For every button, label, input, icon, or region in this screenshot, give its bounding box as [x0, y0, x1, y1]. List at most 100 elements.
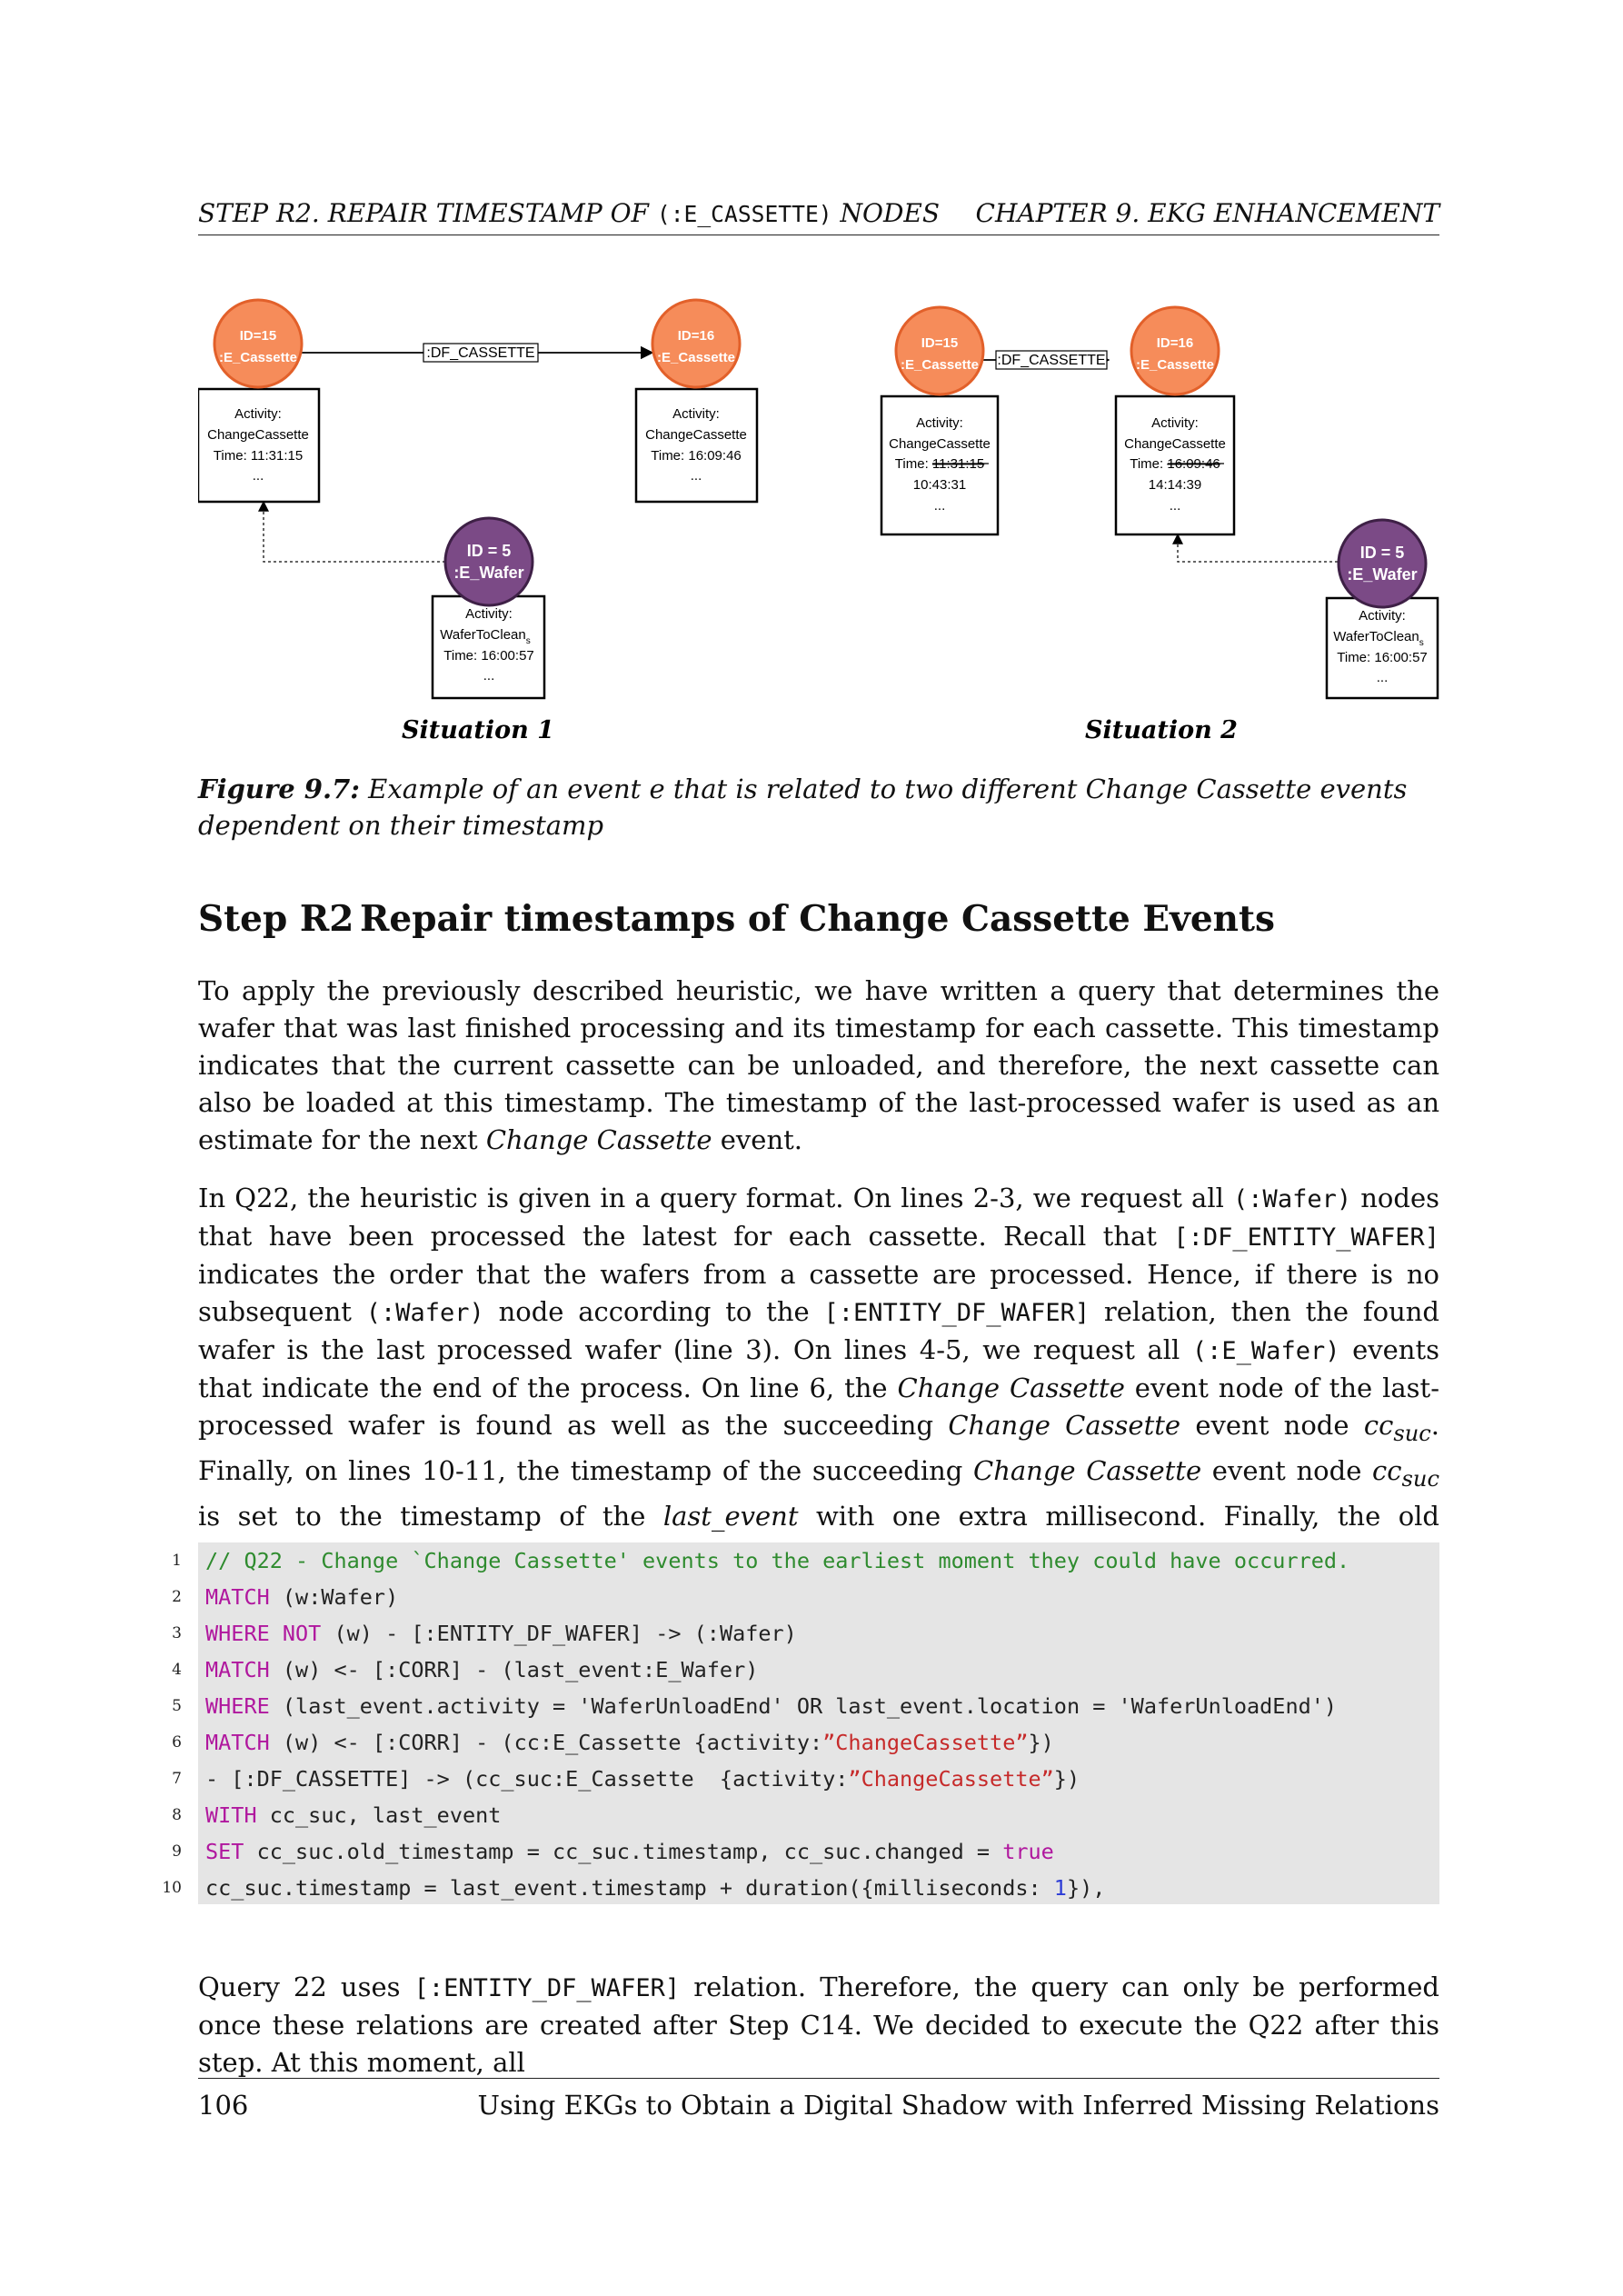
code-text: (w) <- [:CORR] - (cc:E_Cassette {activit… — [269, 1730, 823, 1755]
s2-w-type: :E_Wafer — [1347, 565, 1417, 584]
page-footer: 106 Using EKGs to Obtain a Digital Shado… — [198, 2078, 1439, 2121]
s1-cb-activity: ChangeCassette — [645, 427, 747, 443]
s2-ca-activity-label: Activity: — [916, 415, 963, 431]
s2-cassette-a-box — [880, 394, 1000, 536]
s2-cb-activity-label: Activity: — [1151, 415, 1199, 431]
s2-cassette-b-node — [1130, 305, 1220, 396]
code-text: - [:DF_CASSETTE] -> (cc_suc:E_Cassette {… — [205, 1766, 849, 1792]
code-string: ”ChangeCassette” — [822, 1730, 1029, 1755]
s2-ca-time-prefix: Time: — [895, 456, 932, 472]
running-header: STEP R2. REPAIR TIMESTAMP OF (:E_CASSETT… — [198, 195, 1439, 235]
line-number: 1 — [172, 1552, 182, 1570]
code-keyword: MATCH — [205, 1730, 270, 1755]
footer-title: Using EKGs to Obtain a Digital Shadow wi… — [477, 2090, 1439, 2121]
p2-code1: (:Wafer) — [1233, 1185, 1352, 1213]
s1-edge-label: :DF_CASSETTE — [426, 345, 534, 361]
p2-c: indicates the order that the wafers from… — [198, 1259, 1439, 1327]
s1-ca-type: :E_Cassette — [219, 350, 297, 365]
s1-cb-ellipsis: ... — [691, 468, 702, 484]
section-title: Repair timestamps of Change Cassette Eve… — [360, 898, 1275, 940]
s1-ca-activity-label: Activity: — [234, 406, 282, 422]
code-text: cc_suc.timestamp = last_event.timestamp … — [205, 1875, 1054, 1901]
s2-ca-time-new: 10:43:31 — [913, 477, 966, 493]
paragraph-2: In Q22, the heuristic is given in a quer… — [198, 1180, 1439, 1572]
s2-edge-label: :DF_CASSETTE — [997, 353, 1105, 368]
code-keyword: WITH — [205, 1802, 257, 1828]
code-string: ”ChangeCassette” — [848, 1766, 1054, 1792]
p2-math1-sub: suc — [1393, 1420, 1431, 1446]
s1-w-time: Time: 16:00:57 — [443, 648, 534, 664]
s2-ca-id: ID=15 — [921, 335, 958, 351]
section-number: Step R2 — [198, 898, 354, 940]
p2-b: nodes that have been processed the lates… — [198, 1183, 1439, 1252]
code-listing-q22: 1 // Q22 - Change `Change Cassette' event… — [162, 1542, 1439, 1906]
paragraph-1: To apply the previously described heuris… — [198, 973, 1439, 1159]
page-number: 106 — [198, 2090, 249, 2121]
s2-w-activity-label: Activity: — [1359, 608, 1406, 624]
s2-wafer-box — [1325, 596, 1439, 700]
situation-2-label: Situation 2 — [1085, 716, 1238, 744]
s2-cb-id: ID=16 — [1157, 335, 1193, 351]
s1-cassette-b-node — [651, 298, 742, 389]
p2-i4: last_event — [662, 1500, 799, 1532]
p2-math2: cc — [1372, 1454, 1402, 1486]
figure-caption: Figure 9.7: Example of an event e that i… — [198, 771, 1439, 844]
s1-cb-id: ID=16 — [678, 328, 714, 344]
p2-k: is set to the timestamp of the — [198, 1500, 663, 1532]
p1-text-a: To apply the previously described heuris… — [198, 975, 1439, 1155]
p2-g: event node of the last-processed wafer i… — [198, 1373, 1440, 1441]
s2-w-time: Time: 16:00:57 — [1337, 650, 1428, 665]
p2-i: . Finally, on lines 10-11, the timestamp… — [198, 1410, 1440, 1486]
code-comment: // Q22 - Change `Change Cassette' events… — [205, 1548, 1350, 1573]
code-text: cc_suc.old_timestamp = cc_suc.timestamp,… — [244, 1839, 1003, 1864]
header-left-suffix: NODES — [831, 198, 941, 228]
header-left-code: (:E_CASSETTE) — [656, 201, 832, 227]
s2-cb-ellipsis: ... — [1170, 498, 1181, 514]
p2-d: node according to the — [483, 1296, 824, 1327]
s2-cb-activity: ChangeCassette — [1124, 436, 1226, 452]
code-line-7: 7- [:DF_CASSETTE] -> (cc_suc:E_Cassette … — [172, 1761, 1080, 1797]
s1-w-activity-sub: s — [526, 636, 531, 646]
s2-cb-time-new: 14:14:39 — [1149, 477, 1201, 493]
p2-i1: Change Cassette — [897, 1373, 1125, 1403]
p3-code1: [:ENTITY_DF_WAFER] — [413, 1974, 681, 2002]
code-text: }) — [1028, 1730, 1054, 1755]
line-number: 3 — [172, 1624, 182, 1642]
s2-cb-time-prefix: Time: — [1130, 456, 1167, 472]
line-number: 8 — [172, 1806, 182, 1824]
p1-italic: Change Cassette — [485, 1124, 712, 1155]
s1-w-activity: WaferToCleans — [440, 627, 530, 646]
p2-math2-sub: suc — [1401, 1465, 1439, 1492]
running-header-right: CHAPTER 9. EKG ENHANCEMENT — [975, 198, 1439, 228]
s2-cb-type: :E_Cassette — [1136, 357, 1214, 373]
code-text: (w) <- [:CORR] - (last_event:E_Wafer) — [269, 1657, 759, 1682]
p2-code2: [:DF_ENTITY_WAFER] — [1173, 1223, 1439, 1252]
p2-math1: cc — [1363, 1410, 1394, 1441]
code-number: 1 — [1053, 1875, 1067, 1901]
s1-wafer-box — [431, 594, 546, 700]
p2-code5: (:E_Wafer) — [1191, 1337, 1340, 1365]
s1-ca-time: Time: 11:31:15 — [214, 448, 303, 464]
s1-wafer-node — [443, 516, 534, 607]
s1-w-id: ID = 5 — [467, 542, 512, 560]
running-header-left: STEP R2. REPAIR TIMESTAMP OF (:E_CASSETT… — [198, 198, 940, 228]
line-number: 5 — [172, 1697, 182, 1715]
s2-wafer-node — [1337, 518, 1428, 609]
s2-cassette-a-node — [894, 305, 985, 396]
s2-cassette-b-box — [1114, 394, 1236, 536]
line-number: 10 — [162, 1879, 182, 1897]
p2-a: In Q22, the heuristic is given in a quer… — [198, 1183, 1234, 1213]
code-line-10: 10 cc_suc.timestamp = last_event.timestam… — [162, 1870, 1105, 1906]
code-line-1: 1 // Q22 - Change `Change Cassette' event… — [172, 1542, 1350, 1579]
code-keyword: MATCH — [205, 1657, 270, 1682]
p2-i3: Change Cassette — [973, 1454, 1202, 1486]
s1-cassette-b-box — [634, 387, 759, 504]
s1-cb-type: :E_Cassette — [657, 350, 735, 365]
